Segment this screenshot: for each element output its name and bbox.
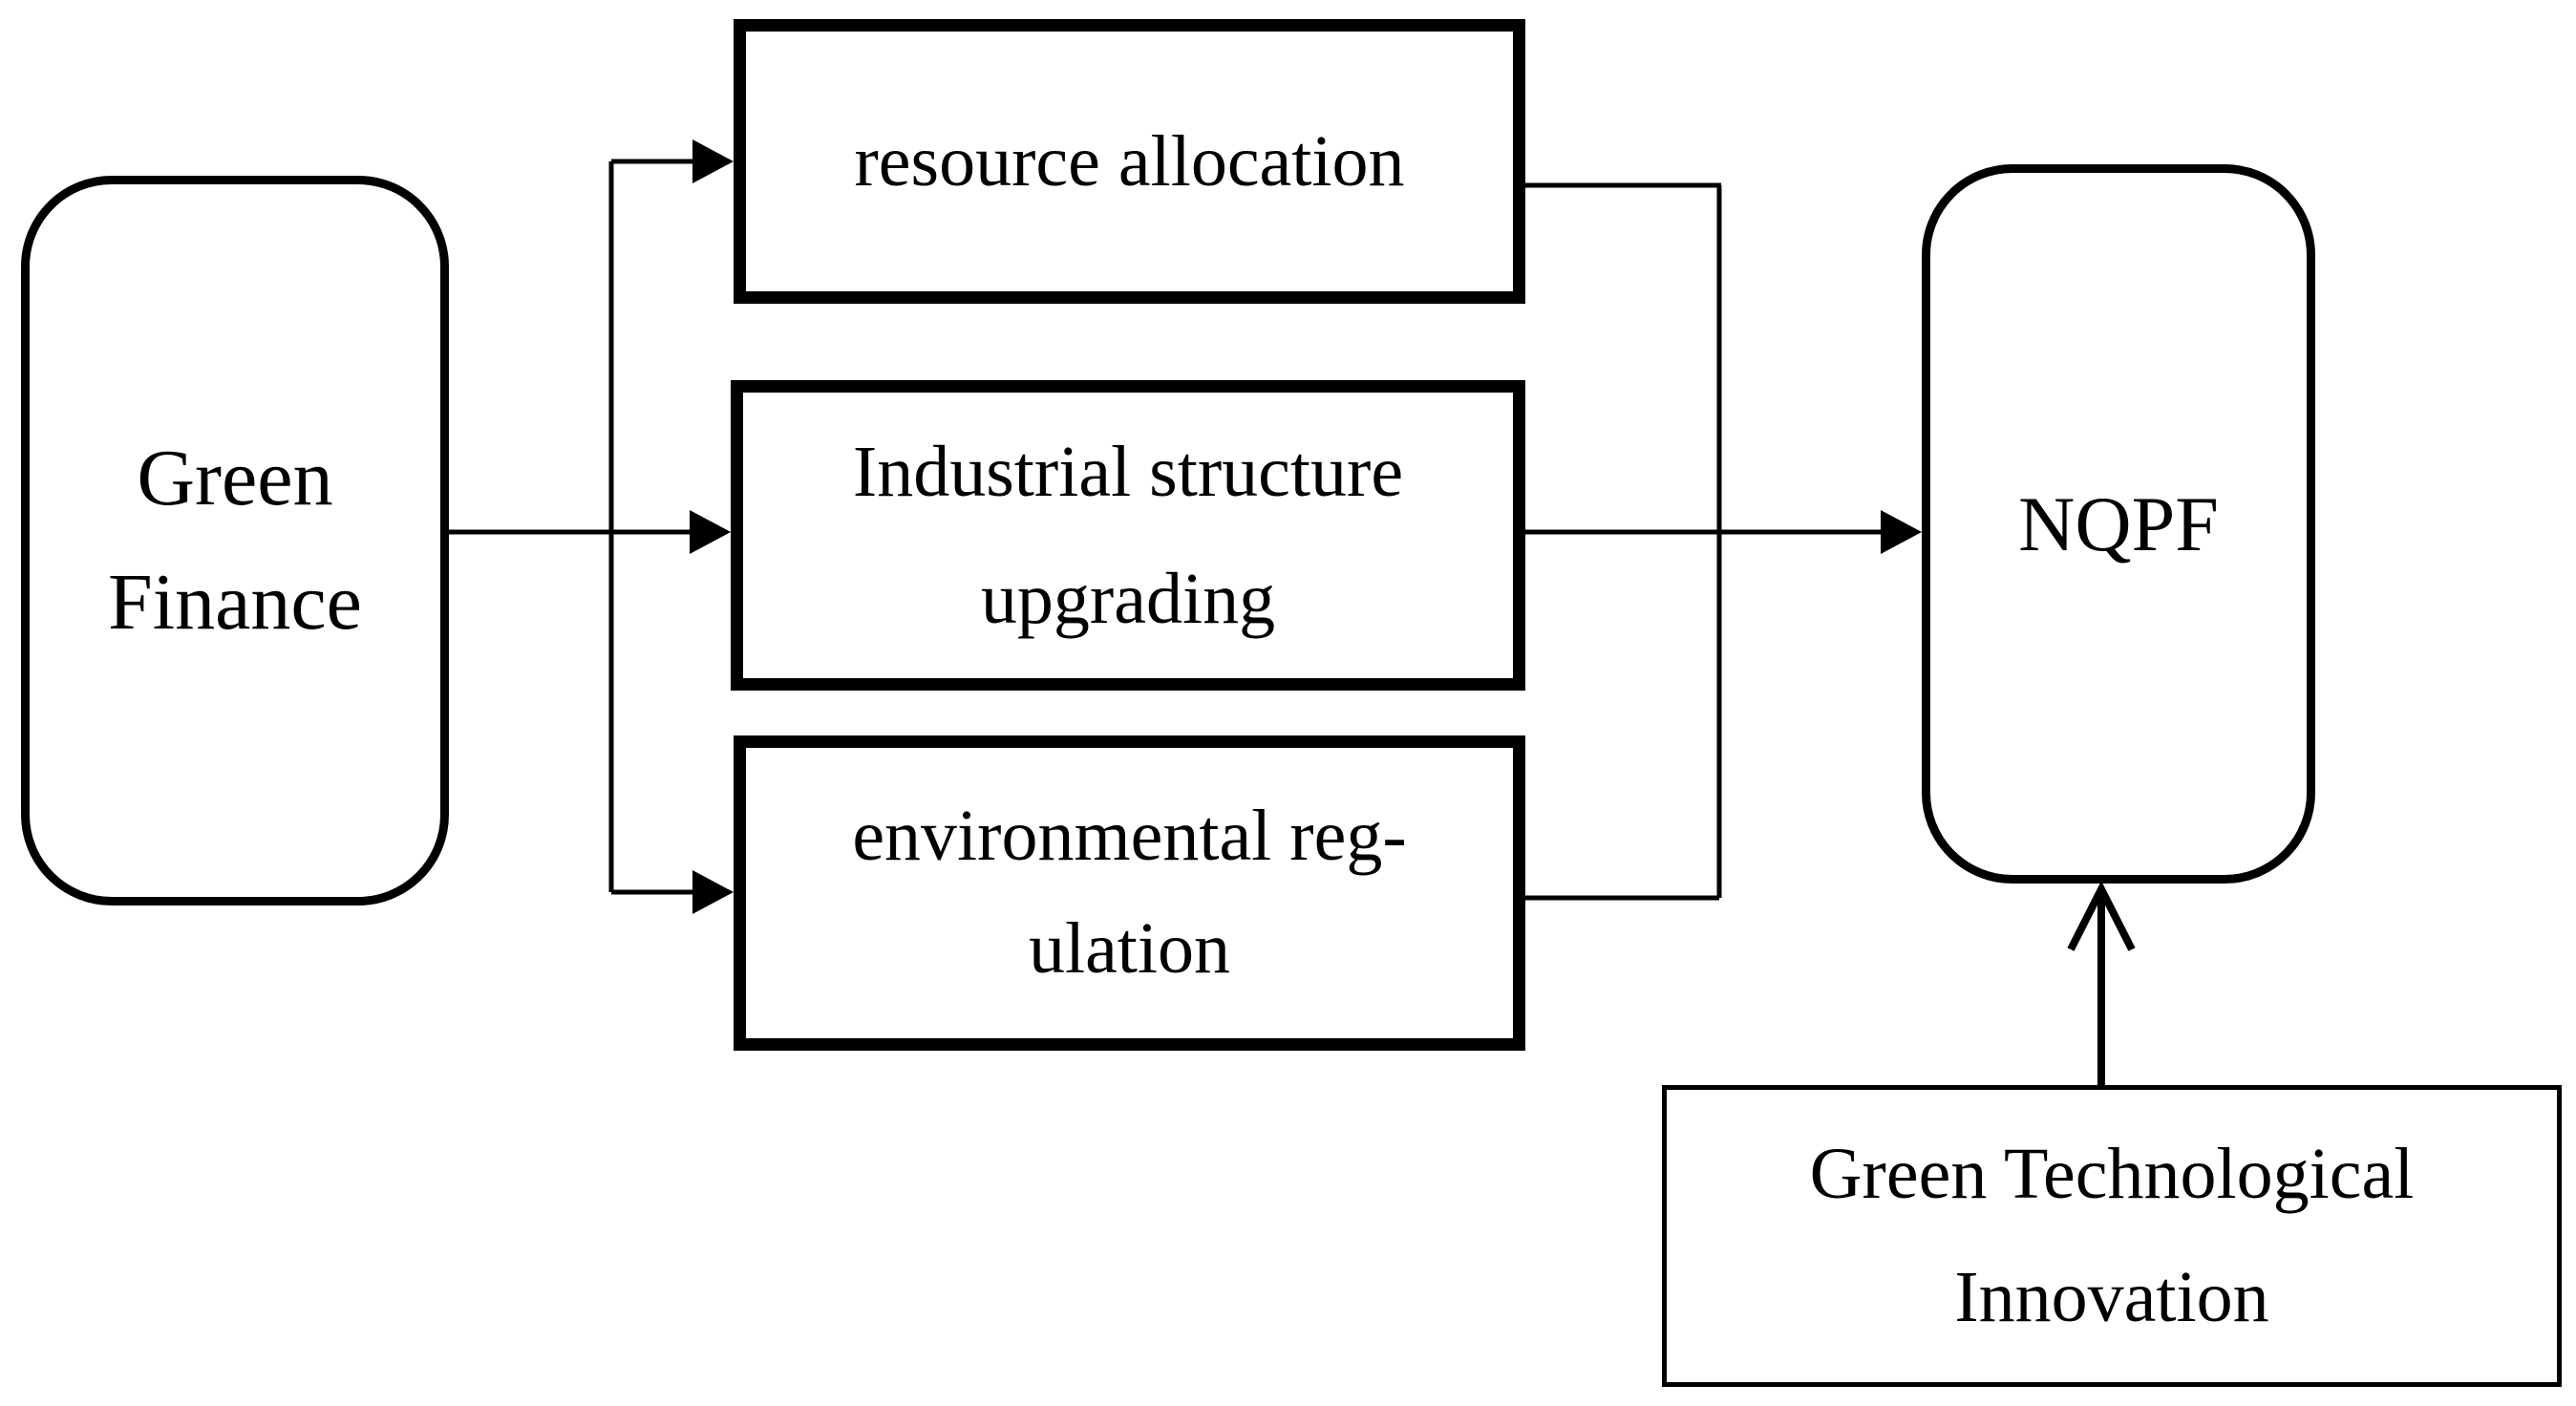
arrowhead-icon	[1881, 510, 1922, 554]
node-resource-allocation-label: resource allocation	[854, 120, 1405, 202]
arrowhead-icon	[692, 139, 734, 183]
arrowhead-icon	[690, 510, 731, 554]
edge-green-finance-to-industrial-structure	[611, 510, 731, 554]
node-industrial-structure-line2: upgrading	[980, 558, 1276, 639]
node-green-tech-innovation-line2: Innovation	[1954, 1257, 2269, 1337]
open-arrowhead-icon	[2067, 881, 2136, 951]
node-nqpf-label: NQPF	[2018, 479, 2219, 567]
node-green-finance-line1: Green	[137, 433, 333, 522]
edge-green-finance-to-environmental-regulation	[611, 870, 734, 914]
node-environmental-regulation-line2: ulation	[1028, 908, 1231, 989]
node-resource-allocation: resource allocation	[734, 19, 1525, 304]
node-industrial-structure-line1: Industrial structure	[852, 431, 1404, 512]
node-environmental-regulation-line1: environmental reg-	[852, 796, 1407, 877]
node-green-finance: Green Finance	[21, 176, 449, 905]
node-environmental-regulation: environmental reg- ulation	[734, 735, 1525, 1051]
node-green-tech-innovation-line1: Green Technological	[1809, 1133, 2415, 1214]
edge-green-finance-branch-trunk	[449, 161, 614, 892]
edge-green-finance-to-resource-allocation	[611, 139, 734, 183]
node-nqpf: NQPF	[1922, 164, 2315, 884]
node-green-technological-innovation: Green Technological Innovation	[1662, 1085, 2562, 1387]
node-industrial-structure-upgrading: Industrial structure upgrading	[731, 380, 1525, 691]
arrowhead-icon	[692, 870, 734, 914]
edge-industrial-structure-to-nqpf	[1525, 510, 1922, 554]
edge-green-tech-innovation-to-nqpf	[2067, 881, 2136, 1085]
node-green-finance-line2: Finance	[108, 558, 362, 647]
